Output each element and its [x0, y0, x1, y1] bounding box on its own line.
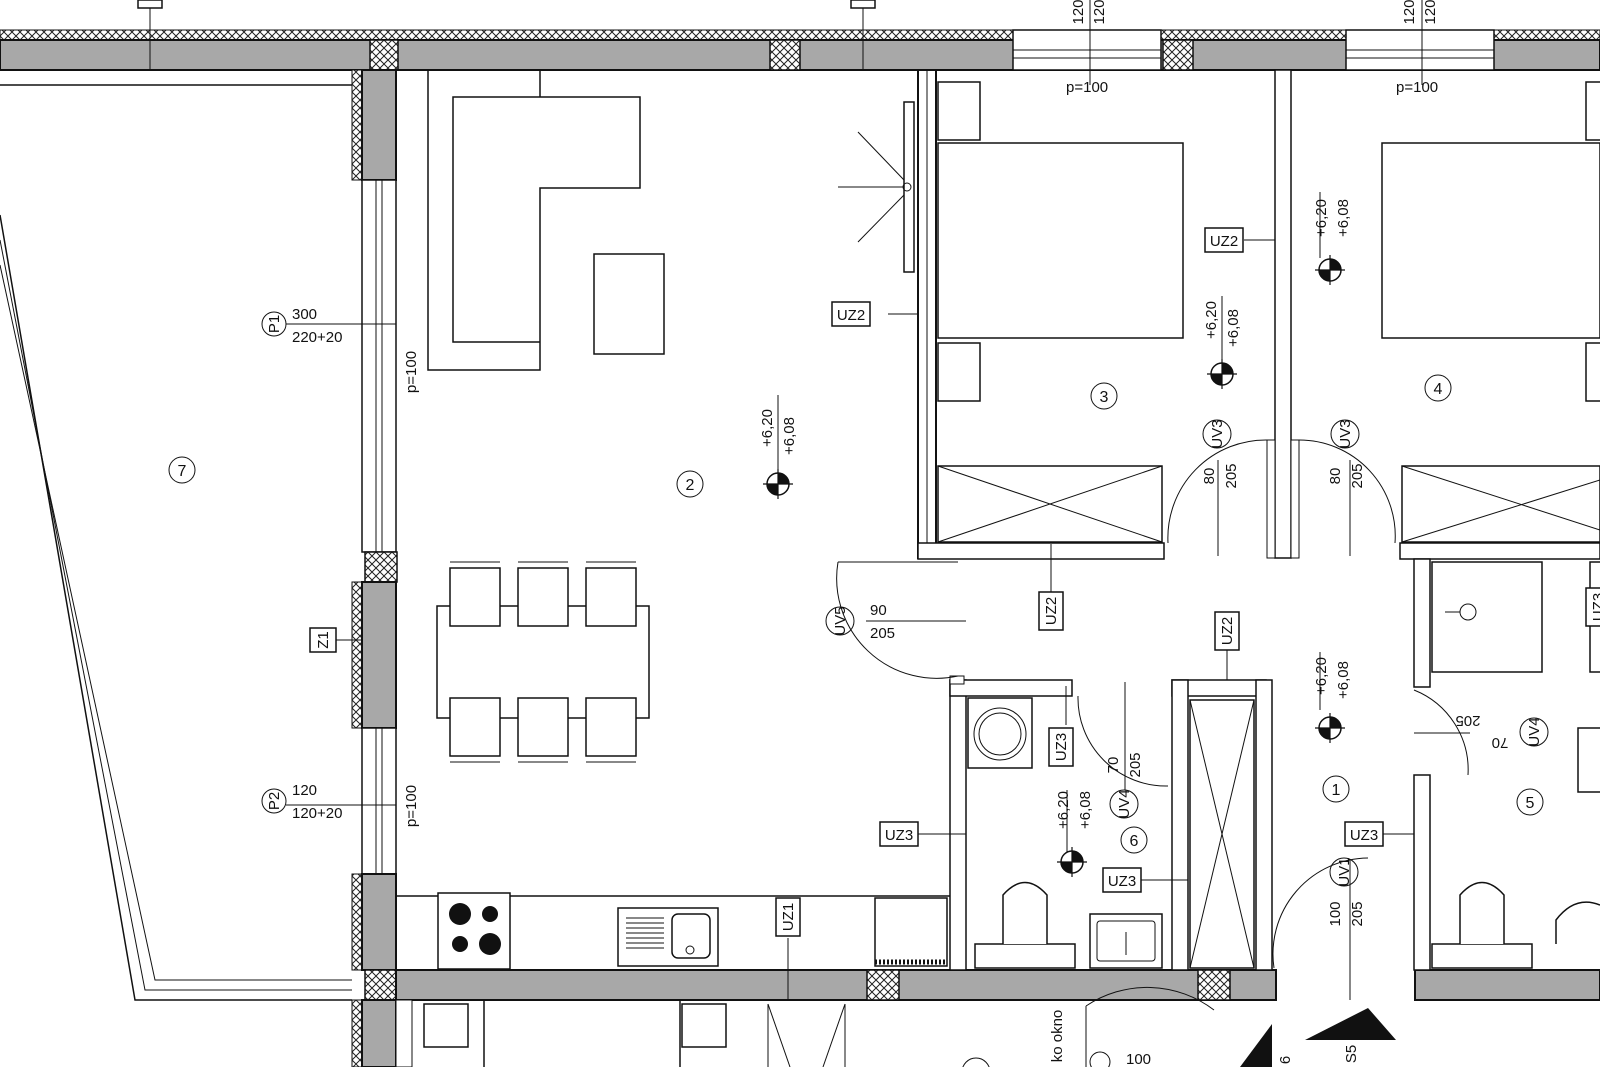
level-bath6-top: +6,20: [1055, 791, 1072, 829]
window-z1-tag: Z1: [315, 631, 332, 649]
door-labels: UV5 90 205 UV3 80 205 UV3 80 205 UV4 70 …: [825, 419, 1549, 1067]
uz2-tag-bedroom: UZ2: [1210, 233, 1238, 250]
dining-table: [436, 561, 650, 763]
exterior-wall-top: [0, 0, 1600, 85]
room-5-number: 5: [1526, 795, 1535, 812]
room-2-number: 2: [686, 477, 695, 494]
lower-apartment-fragment: [395, 986, 1396, 1067]
kitchen-block: [427, 70, 665, 371]
wall-light: [838, 101, 915, 273]
door-uv5-tag: UV5: [832, 606, 849, 635]
door-uv3-tag-a: UV3: [1209, 419, 1226, 448]
room-numbers: 7 2 3 4 1 5 6: [168, 374, 1544, 854]
bedroom-3-furniture: [937, 81, 1184, 543]
internal-walls: [917, 69, 1600, 971]
level-living-bottom: +6,08: [781, 417, 798, 455]
door-uv4-width-b: 70: [1492, 734, 1509, 751]
door-uv1-height: 205: [1349, 901, 1366, 926]
door-swings: [836, 439, 1470, 1000]
level-bed4-top: +6,20: [1313, 199, 1330, 237]
door-uv3-height-a: 205: [1223, 463, 1240, 488]
window-note: ko okno: [1049, 1010, 1066, 1063]
uz2-tag-living: UZ2: [837, 307, 865, 324]
door-uv3-tag-b: UV3: [1337, 419, 1354, 448]
level-bath6-bottom: +6,08: [1077, 791, 1094, 829]
uz3-tag-bath-6-vertical: UZ3: [1053, 733, 1070, 761]
window-p2-tag: P2: [266, 792, 283, 810]
window-p2-width: 120: [292, 782, 317, 799]
exterior-wall-left: [351, 69, 398, 1067]
door-uv4-width-a: 70: [1105, 757, 1122, 774]
level-bed3-top: +6,20: [1203, 301, 1220, 339]
door-uv4-tag-b: UV4: [1526, 717, 1543, 746]
window-top-1-height: 120: [1091, 0, 1108, 25]
window-top-2-height: 120: [1422, 0, 1439, 25]
level-bed3-bottom: +6,08: [1225, 309, 1242, 347]
door-uv4-tag-a: UV4: [1116, 789, 1133, 818]
window-labels: P1 300 220+20 P2 120 120+20 Z1 p=100 p=1…: [261, 0, 1439, 827]
sill-height-bedroom-3: p=100: [1066, 79, 1108, 96]
uz3-tag-bath-6: UZ3: [885, 827, 913, 844]
leader-lines: [286, 192, 1414, 1000]
section-mark: S5: [1343, 1045, 1360, 1063]
room-4-number: 4: [1434, 381, 1443, 398]
kitchen-counter: [396, 892, 950, 970]
door-uv3-width-b: 80: [1327, 468, 1344, 485]
outlet-tags: UZ2 UZ2 UZ2 UZ2 UZ3 UZ3 UZ3 UZ3 UZ1 UZ3: [775, 227, 1600, 937]
level-bed4-bottom: +6,08: [1335, 199, 1352, 237]
room-3-number: 3: [1100, 389, 1109, 406]
terrace: [0, 84, 352, 1001]
door-uv1-width: 100: [1327, 901, 1344, 926]
door-uv3-width-a: 80: [1201, 468, 1218, 485]
window-p2-height: 120+20: [292, 805, 342, 822]
uz2-tag-hall: UZ2: [1043, 597, 1060, 625]
uz3-tag-closet: UZ3: [1108, 873, 1136, 890]
wall-bottom: [395, 969, 1600, 1001]
window-top-1-width: 120: [1070, 0, 1087, 25]
uz1-tag-kitchen: UZ1: [780, 903, 797, 931]
sill-height-lower: p=100: [403, 785, 420, 827]
uz2-tag-closet: UZ2: [1219, 617, 1236, 645]
sill-height-upper: p=100: [403, 351, 420, 393]
window-p1-tag: P1: [266, 315, 283, 333]
bathroom-5-fixtures: [1431, 561, 1600, 969]
level-living-top: +6,20: [759, 409, 776, 447]
door-uv5-height: 205: [870, 625, 895, 642]
window-p1-width: 300: [292, 306, 317, 323]
level-labels: +6,20 +6,08 +6,20 +6,08 +6,20 +6,08 +6,2…: [759, 199, 1352, 829]
level-hall-top: +6,20: [1313, 657, 1330, 695]
level-hall-bottom: +6,08: [1335, 661, 1352, 699]
section-mark-six: 6: [1277, 1056, 1294, 1064]
bedroom-4-furniture: [1381, 81, 1600, 543]
door-uv5-width: 90: [870, 602, 887, 619]
room-1-number: 1: [1332, 782, 1341, 799]
door-uv4-height-b: 205: [1455, 712, 1480, 729]
window-top-2-width: 120: [1401, 0, 1418, 25]
sill-height-bedroom-4: p=100: [1396, 79, 1438, 96]
door-uv1-tag: UV1: [1336, 857, 1353, 886]
bathroom-6-fixtures: [967, 697, 1255, 969]
room-6-number: 6: [1130, 833, 1139, 850]
door-uv4-height-a: 205: [1127, 752, 1144, 777]
window-p1-height: 220+20: [292, 329, 342, 346]
uz3-tag-right-edge: UZ3: [1590, 593, 1600, 621]
door-lower-width: 100: [1126, 1051, 1151, 1067]
room-7-number: 7: [178, 463, 187, 480]
notes: S5 6 ko okno: [1049, 1010, 1360, 1064]
uz3-tag-bath-5: UZ3: [1350, 827, 1378, 844]
door-uv3-height-b: 205: [1349, 463, 1366, 488]
